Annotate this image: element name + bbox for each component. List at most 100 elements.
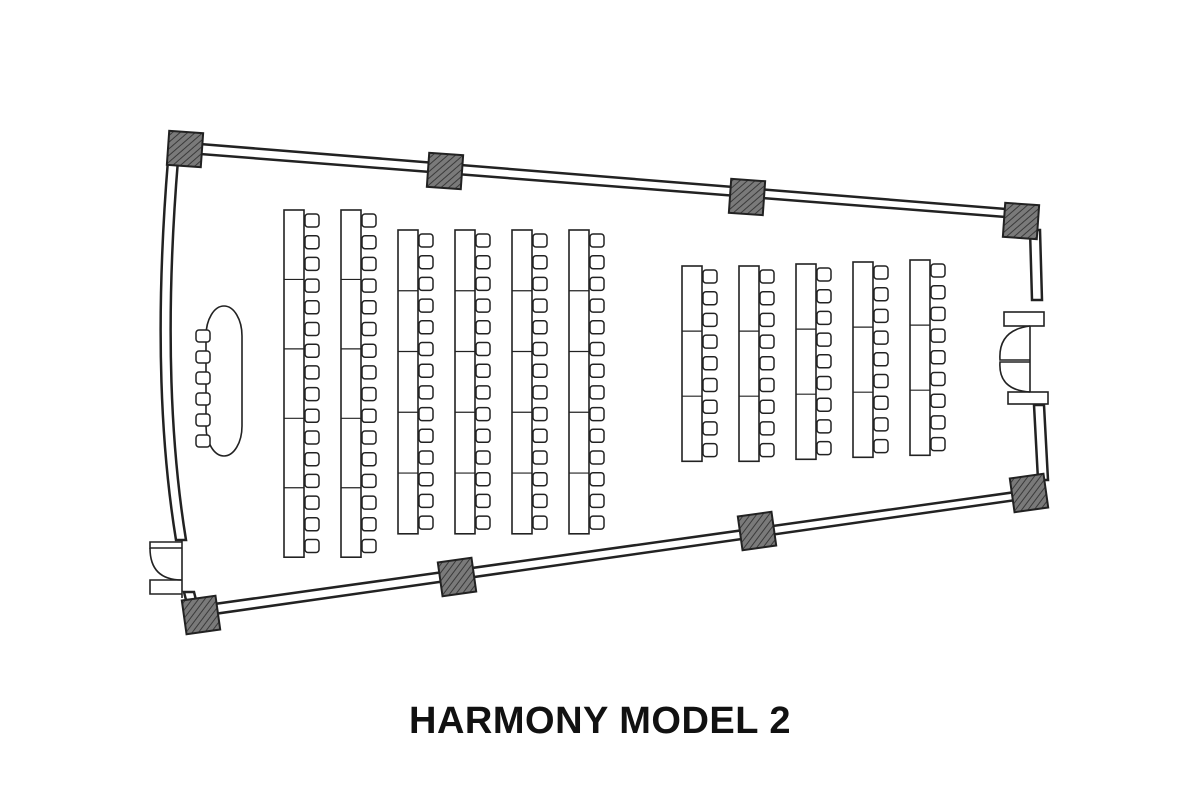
chair xyxy=(589,493,605,509)
chair xyxy=(816,419,832,434)
chair xyxy=(418,320,434,335)
chair xyxy=(418,406,434,422)
left-table-row-6 xyxy=(568,229,605,535)
walls xyxy=(159,142,1050,618)
chair xyxy=(702,269,718,284)
chair xyxy=(930,393,946,408)
table xyxy=(397,229,419,535)
chair xyxy=(759,290,775,306)
chair xyxy=(532,450,548,465)
chair xyxy=(532,363,548,378)
chair xyxy=(418,254,434,270)
table xyxy=(738,265,760,463)
chair xyxy=(361,430,377,445)
chair xyxy=(361,538,377,554)
chair xyxy=(304,473,320,489)
chair xyxy=(930,328,946,343)
chair xyxy=(930,284,946,300)
page-title: HARMONY MODEL 2 xyxy=(409,700,791,742)
chair xyxy=(873,417,889,432)
chair xyxy=(930,415,946,430)
right-table-row-4 xyxy=(852,261,889,459)
table xyxy=(340,209,362,559)
chair xyxy=(930,436,946,452)
chair xyxy=(589,428,605,444)
column xyxy=(1008,472,1050,514)
chair xyxy=(873,265,889,280)
chair xyxy=(304,343,320,358)
chair xyxy=(361,386,377,402)
chair xyxy=(361,321,377,337)
chair xyxy=(418,450,434,465)
chair xyxy=(304,300,320,315)
chair xyxy=(475,233,491,248)
chair xyxy=(361,365,377,380)
chair xyxy=(304,517,320,532)
chair xyxy=(304,495,320,510)
chair xyxy=(304,278,320,293)
wall-right-upper xyxy=(1028,228,1044,302)
chair xyxy=(418,428,434,444)
chair xyxy=(361,517,377,532)
chair xyxy=(873,286,889,302)
chair xyxy=(816,375,832,391)
door-left xyxy=(149,540,183,598)
chair xyxy=(702,421,718,436)
chair xyxy=(304,408,320,424)
chair xyxy=(475,363,491,378)
chair xyxy=(361,278,377,293)
chair xyxy=(816,440,832,456)
chair xyxy=(195,350,211,364)
table xyxy=(795,263,817,461)
chair xyxy=(873,438,889,454)
chair xyxy=(589,298,605,313)
chair xyxy=(361,451,377,467)
chair xyxy=(361,256,377,272)
chair xyxy=(702,312,718,328)
chair xyxy=(589,276,605,292)
column xyxy=(165,129,205,169)
chair xyxy=(418,276,434,292)
column xyxy=(736,510,778,552)
chair xyxy=(304,321,320,337)
chair xyxy=(532,341,548,357)
chair xyxy=(475,406,491,422)
chair xyxy=(532,471,548,487)
table xyxy=(568,229,590,535)
chair xyxy=(418,341,434,357)
chair xyxy=(195,371,211,385)
chair xyxy=(532,320,548,335)
chair xyxy=(304,365,320,380)
chair xyxy=(475,428,491,444)
chair xyxy=(418,515,434,530)
chair xyxy=(702,290,718,306)
chair xyxy=(304,451,320,467)
chair xyxy=(589,341,605,357)
chair xyxy=(475,385,491,400)
chair xyxy=(532,385,548,400)
chair xyxy=(589,363,605,378)
chair xyxy=(475,298,491,313)
chair xyxy=(532,298,548,313)
chair xyxy=(475,320,491,335)
chair xyxy=(589,471,605,487)
chair xyxy=(702,399,718,414)
table xyxy=(852,261,874,459)
head-table xyxy=(195,305,243,457)
chair xyxy=(361,343,377,358)
chair xyxy=(702,377,718,393)
chair xyxy=(930,371,946,387)
chair xyxy=(930,306,946,322)
chair xyxy=(304,386,320,402)
chair xyxy=(589,515,605,530)
chair xyxy=(759,442,775,458)
wall-top xyxy=(198,142,1020,220)
chair xyxy=(759,312,775,328)
oval-table xyxy=(205,305,243,457)
chair xyxy=(195,392,211,406)
chair xyxy=(532,493,548,509)
chair xyxy=(418,471,434,487)
left-table-row-4 xyxy=(454,229,491,535)
chair xyxy=(930,350,946,365)
chair xyxy=(475,515,491,530)
